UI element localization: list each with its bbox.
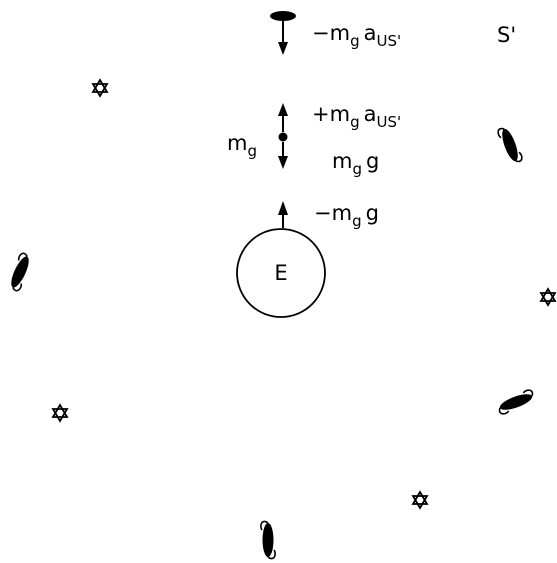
star-icon [413,492,427,508]
galaxy-icon [496,389,536,415]
earth-label: E [274,261,287,285]
earth-force-arrow-head [278,201,288,215]
galaxy-icon [497,125,523,165]
top-force-arrow-head [278,42,288,55]
galaxy-icon [261,521,275,558]
mass-label: mg [227,131,257,160]
top-body [270,11,296,21]
frame-label: S' [497,23,516,47]
star-icon [53,405,67,421]
mass-down-arrow-head [278,156,288,169]
test-mass-dot [279,133,288,142]
star-icon [93,80,107,96]
star-icon [541,289,555,305]
mass-up-arrow-head [278,103,288,116]
galaxy-icon [6,252,35,292]
